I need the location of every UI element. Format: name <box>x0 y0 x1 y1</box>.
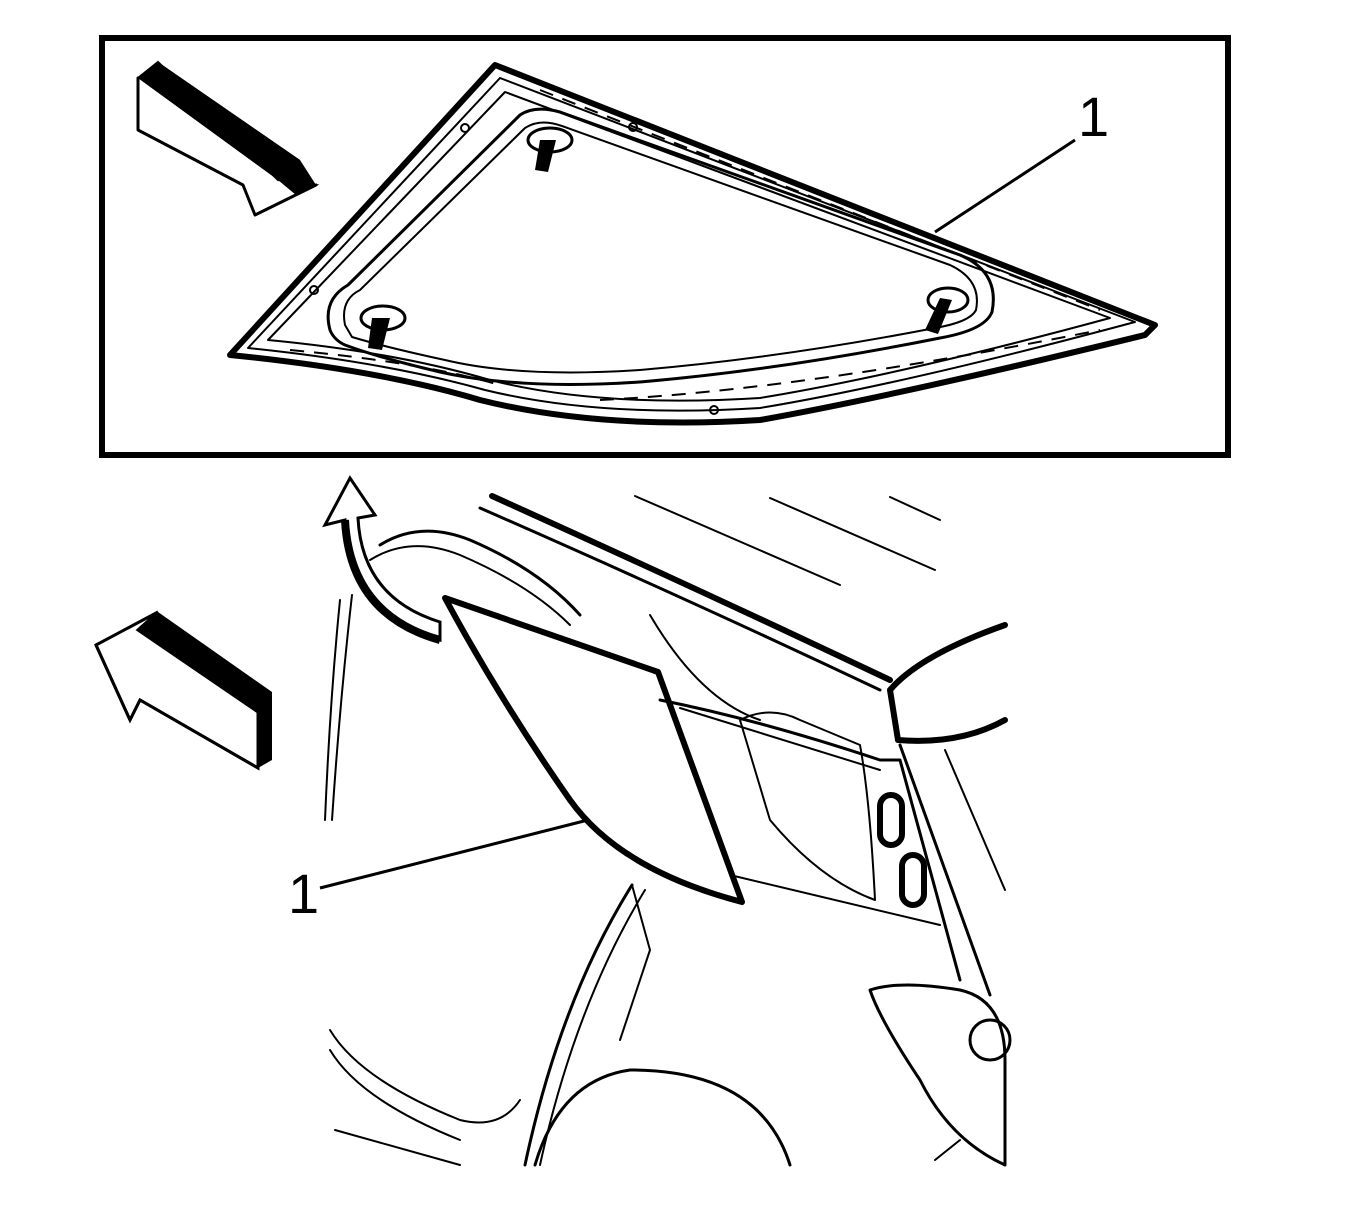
direction-arrow-icon <box>94 610 272 771</box>
mounting-stud-right <box>925 286 970 334</box>
direction-arrow-icon <box>136 60 320 217</box>
mounting-stud-left <box>359 304 407 350</box>
glass-inner-seal <box>326 107 995 386</box>
quarter-window-glass-removed <box>442 595 745 905</box>
callout-main: 1 <box>288 818 589 925</box>
glass-outer-edge <box>227 62 1158 426</box>
callout-inset: 1 <box>934 85 1109 234</box>
curved-removal-arrow-icon <box>322 475 442 644</box>
quarter-window-glass-inset <box>227 62 1158 426</box>
callout-number: 1 <box>288 862 319 925</box>
callout-number: 1 <box>1078 85 1109 148</box>
vehicle-body-view: 1 <box>94 475 1012 1167</box>
inset-detail-panel: 1 <box>99 35 1231 458</box>
inset-frame <box>99 35 1231 458</box>
mounting-stud-top <box>526 126 574 172</box>
